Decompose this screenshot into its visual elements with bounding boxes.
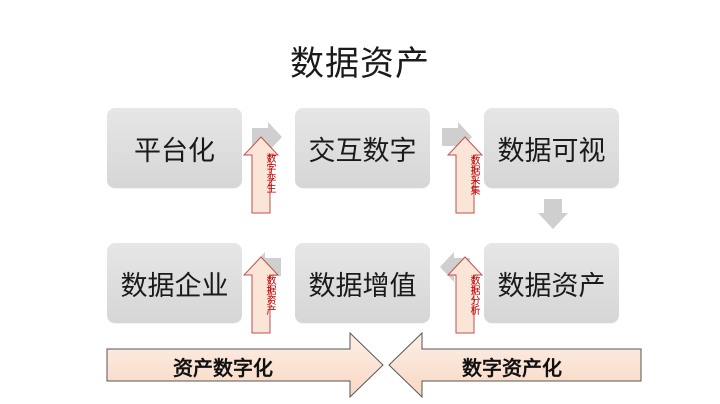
box-interactive-digital: 交互数字 xyxy=(295,108,430,188)
box-data-value-add: 数据增值 xyxy=(295,243,430,323)
flow-arrow-down-icon xyxy=(538,199,568,229)
label-digital-twin: 数字孪生 xyxy=(264,153,275,193)
up-arrow-icon xyxy=(447,256,483,334)
up-arrow-icon xyxy=(243,136,279,214)
digital-assetization-label: 数字资产化 xyxy=(462,356,562,380)
label-data-collection: 数据采集 xyxy=(468,155,479,195)
box-data-enterprise: 数据企业 xyxy=(107,243,242,323)
box-data-assets: 数据资产 xyxy=(484,243,619,323)
label-data-analysis: 数据分析 xyxy=(468,275,479,315)
box-data-visual: 数据可视 xyxy=(484,108,619,188)
diagram-title: 数据资产 xyxy=(290,44,430,84)
big-arrow-left-icon xyxy=(388,332,642,398)
up-arrow-icon xyxy=(243,256,279,334)
big-arrow-right-icon xyxy=(106,332,384,398)
box-platform: 平台化 xyxy=(107,108,242,188)
label-data-assets: 数据资产 xyxy=(264,275,275,315)
up-arrow-icon xyxy=(447,136,483,214)
asset-digitalization-label: 资产数字化 xyxy=(173,356,273,380)
